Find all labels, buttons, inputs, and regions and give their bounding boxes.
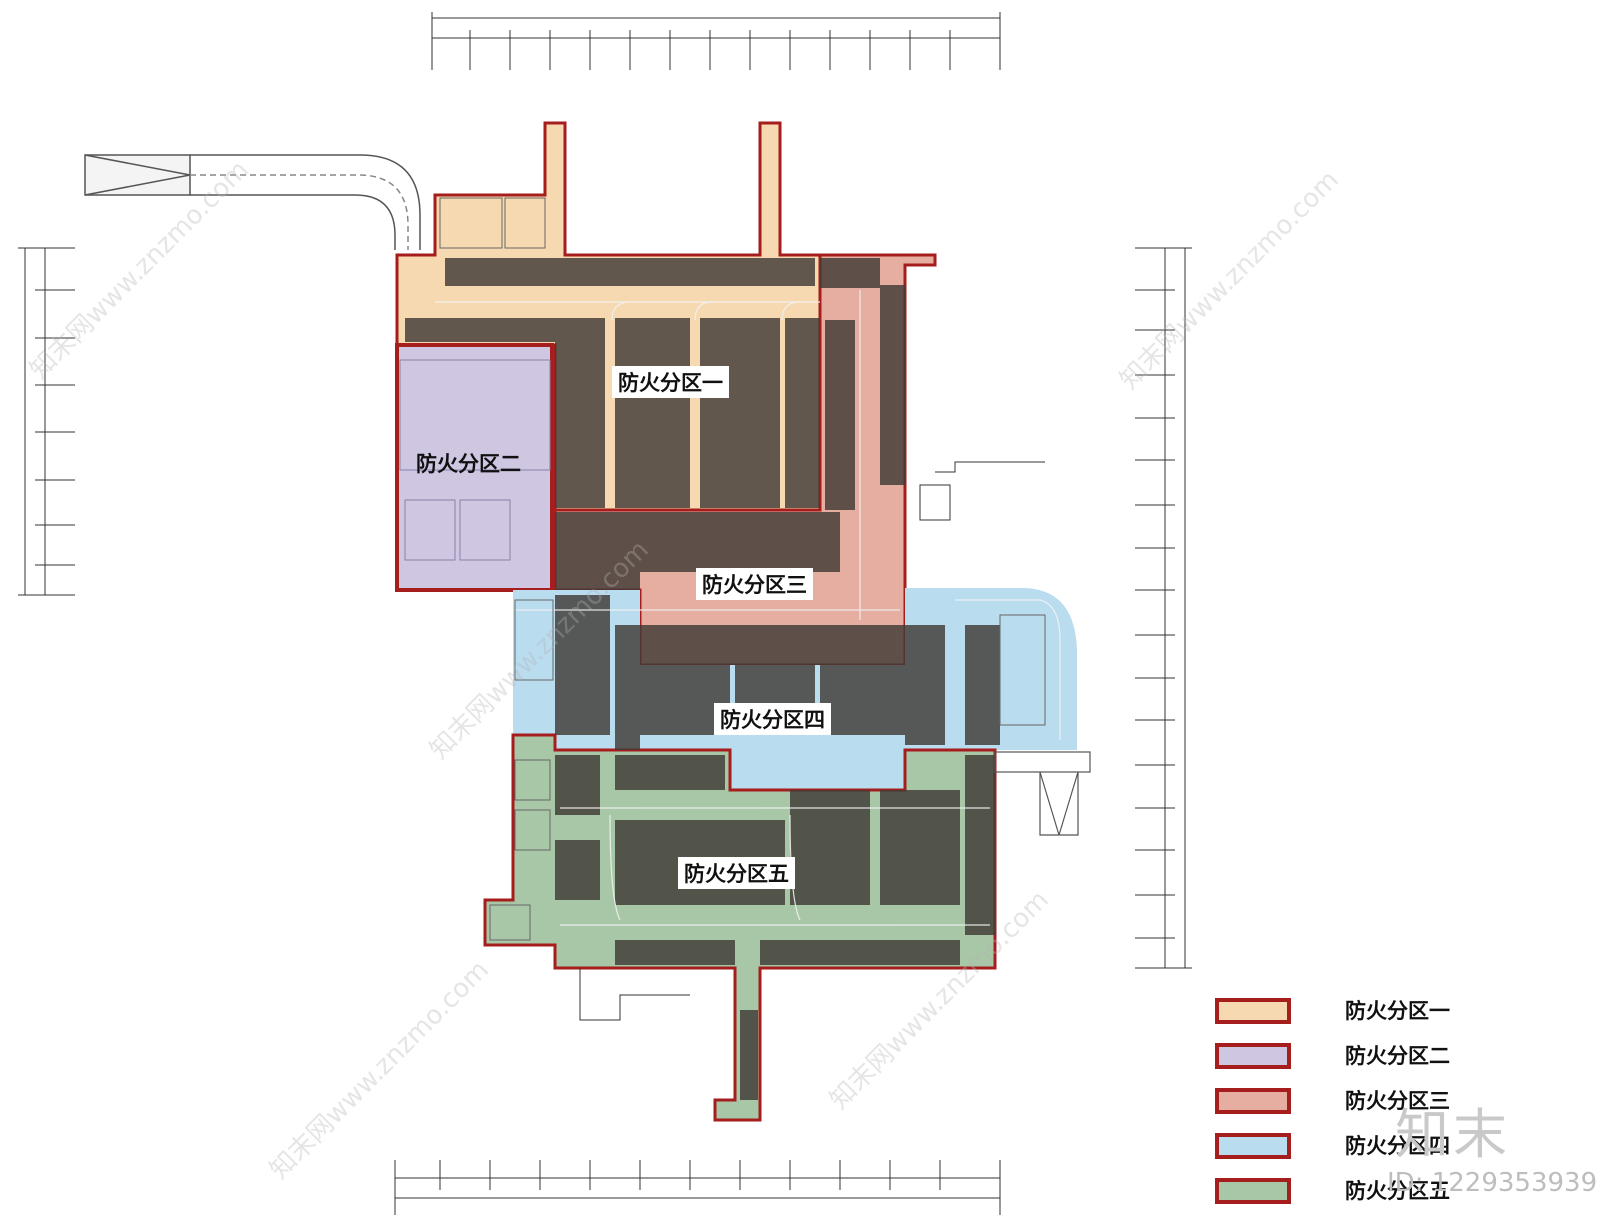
zone-1-label: 防火分区一 <box>612 366 729 398</box>
parking-stalls <box>405 258 1000 1100</box>
zone-5-label: 防火分区五 <box>678 857 795 889</box>
driving-lanes <box>435 290 1061 926</box>
zone-4-label: 防火分区四 <box>714 703 831 735</box>
rooms <box>399 197 1046 941</box>
legend-swatch <box>1215 998 1291 1024</box>
zone-2-area <box>395 343 554 592</box>
legend-swatch <box>1215 1043 1291 1069</box>
legend-item: 防火分区三 <box>1215 1085 1545 1115</box>
legend-swatch <box>1215 1088 1291 1114</box>
legend-label: 防火分区四 <box>1345 1134 1450 1158</box>
dimension-left <box>18 247 75 596</box>
legend-item: 防火分区二 <box>1215 1040 1545 1070</box>
dimension-bottom <box>394 1160 1001 1215</box>
zone-2-label: 防火分区二 <box>416 452 521 476</box>
brand-watermark: 知末 <box>1395 1103 1511 1166</box>
exit-ramp <box>994 751 1091 836</box>
legend-item: 防火分区五 <box>1215 1175 1545 1205</box>
legend-label: 防火分区三 <box>1345 1089 1450 1113</box>
entry-ramp <box>84 154 421 250</box>
dimension-top <box>431 12 1001 70</box>
legend-swatch <box>1215 1178 1291 1204</box>
legend-swatch <box>1215 1133 1291 1159</box>
legend-item: 防火分区一 <box>1215 995 1545 1025</box>
legend-label: 防火分区二 <box>1345 1044 1450 1068</box>
legend-label: 防火分区一 <box>1345 999 1450 1023</box>
zone-3-label: 防火分区三 <box>696 568 813 600</box>
annotations <box>579 461 1045 1021</box>
legend-item: 防火分区四 <box>1215 1130 1545 1160</box>
legend-label: 防火分区五 <box>1345 1179 1450 1203</box>
dimension-right <box>1135 247 1192 969</box>
image-id-text: ID: 1229353939 <box>1387 1168 1598 1198</box>
